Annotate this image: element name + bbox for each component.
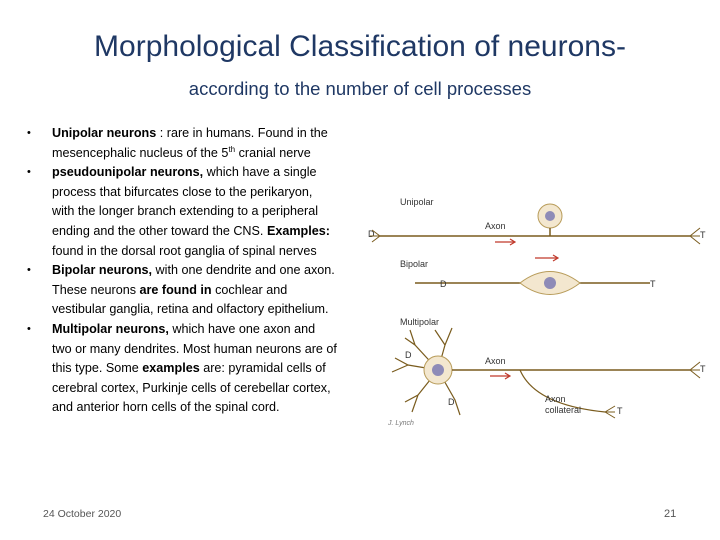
bipolar-arrow-icon <box>535 254 560 262</box>
bullet-dot: • <box>27 166 31 179</box>
item-emphasis: are found in <box>139 282 212 297</box>
item-text: with one dendrite and one axon. These ne… <box>52 263 335 297</box>
superscript: th <box>228 144 236 154</box>
unipolar-t-label: T <box>700 230 706 240</box>
footer-date: 24 October 2020 <box>43 508 122 520</box>
list-item-bipolar: • Bipolar neurons, with one dendrite and… <box>27 261 337 320</box>
bullet-dot: • <box>27 322 31 335</box>
term-multipolar: Multipolar neurons, <box>52 321 169 336</box>
unipolar-label: Unipolar <box>400 197 434 207</box>
neuron-types-diagram: Unipolar D Axon T Bipolar D T Multipolar… <box>368 197 706 427</box>
collateral-terminal <box>604 405 616 419</box>
multipolar-nucleus <box>432 364 444 376</box>
multipolar-d-label-2: D <box>448 397 455 407</box>
item-text: found in the dorsal root ganglia of spin… <box>52 243 317 258</box>
bullet-dot: • <box>27 127 31 139</box>
bipolar-t-label: T <box>650 279 656 289</box>
list-item-multipolar: • Multipolar neurons, which have one axo… <box>27 320 337 418</box>
item-emphasis: Examples: <box>266 223 330 238</box>
multipolar-arrow-icon <box>490 372 512 380</box>
page-number: 21 <box>664 508 677 520</box>
item-text: which have a single process that bifurca… <box>52 165 319 238</box>
bullet-dot: • <box>27 264 31 277</box>
bipolar-d-label: D <box>440 279 447 289</box>
artist-signature: J. Lynch <box>387 420 414 427</box>
list-item-pseudounipolar: • pseudounipolar neurons, which have a s… <box>27 163 337 261</box>
item-text: cranial nerve <box>235 145 311 160</box>
unipolar-dendrite-ending <box>370 229 381 243</box>
item-text: are: pyramidal cells of cerebral cortex,… <box>52 361 331 415</box>
collateral-t-label: T <box>617 406 623 416</box>
bipolar-nucleus <box>544 277 556 289</box>
collateral-label-line2: collateral <box>545 405 581 415</box>
term-bipolar: Bipolar neurons, <box>52 263 153 278</box>
item-text: cochlear and vestibular ganglia, retina … <box>52 282 329 317</box>
term-pseudounipolar: pseudounipolar neurons, <box>52 165 204 180</box>
item-text: : rare in humans. Found in the mesenceph… <box>52 126 328 160</box>
axon-collateral <box>519 369 606 413</box>
slide-subtitle: according to the number of cell processe… <box>188 78 532 99</box>
list-item-unipolar: • Unipolar neurons : rare in humans. Fou… <box>27 124 337 163</box>
multipolar-terminal <box>689 361 701 379</box>
collateral-label-line1: Axon <box>545 394 566 404</box>
unipolar-d-label: D <box>368 229 375 239</box>
term-unipolar: Unipolar neurons <box>52 126 157 140</box>
multipolar-t-label: T <box>700 364 706 374</box>
multipolar-axon-label: Axon <box>485 356 506 366</box>
item-text: which have one axon and two or many dend… <box>52 321 337 376</box>
unipolar-arrow-icon <box>495 238 517 246</box>
multipolar-d-label: D <box>405 350 412 360</box>
slide-title: Morphological Classification of neurons- <box>94 30 626 63</box>
item-emphasis: examples <box>142 361 200 376</box>
multipolar-label: Multipolar <box>400 317 439 327</box>
unipolar-nucleus <box>545 211 555 221</box>
bipolar-label: Bipolar <box>400 259 428 269</box>
bullet-list: • Unipolar neurons : rare in humans. Fou… <box>27 124 337 418</box>
unipolar-axon-label: Axon <box>485 221 506 231</box>
unipolar-terminal <box>689 227 701 245</box>
